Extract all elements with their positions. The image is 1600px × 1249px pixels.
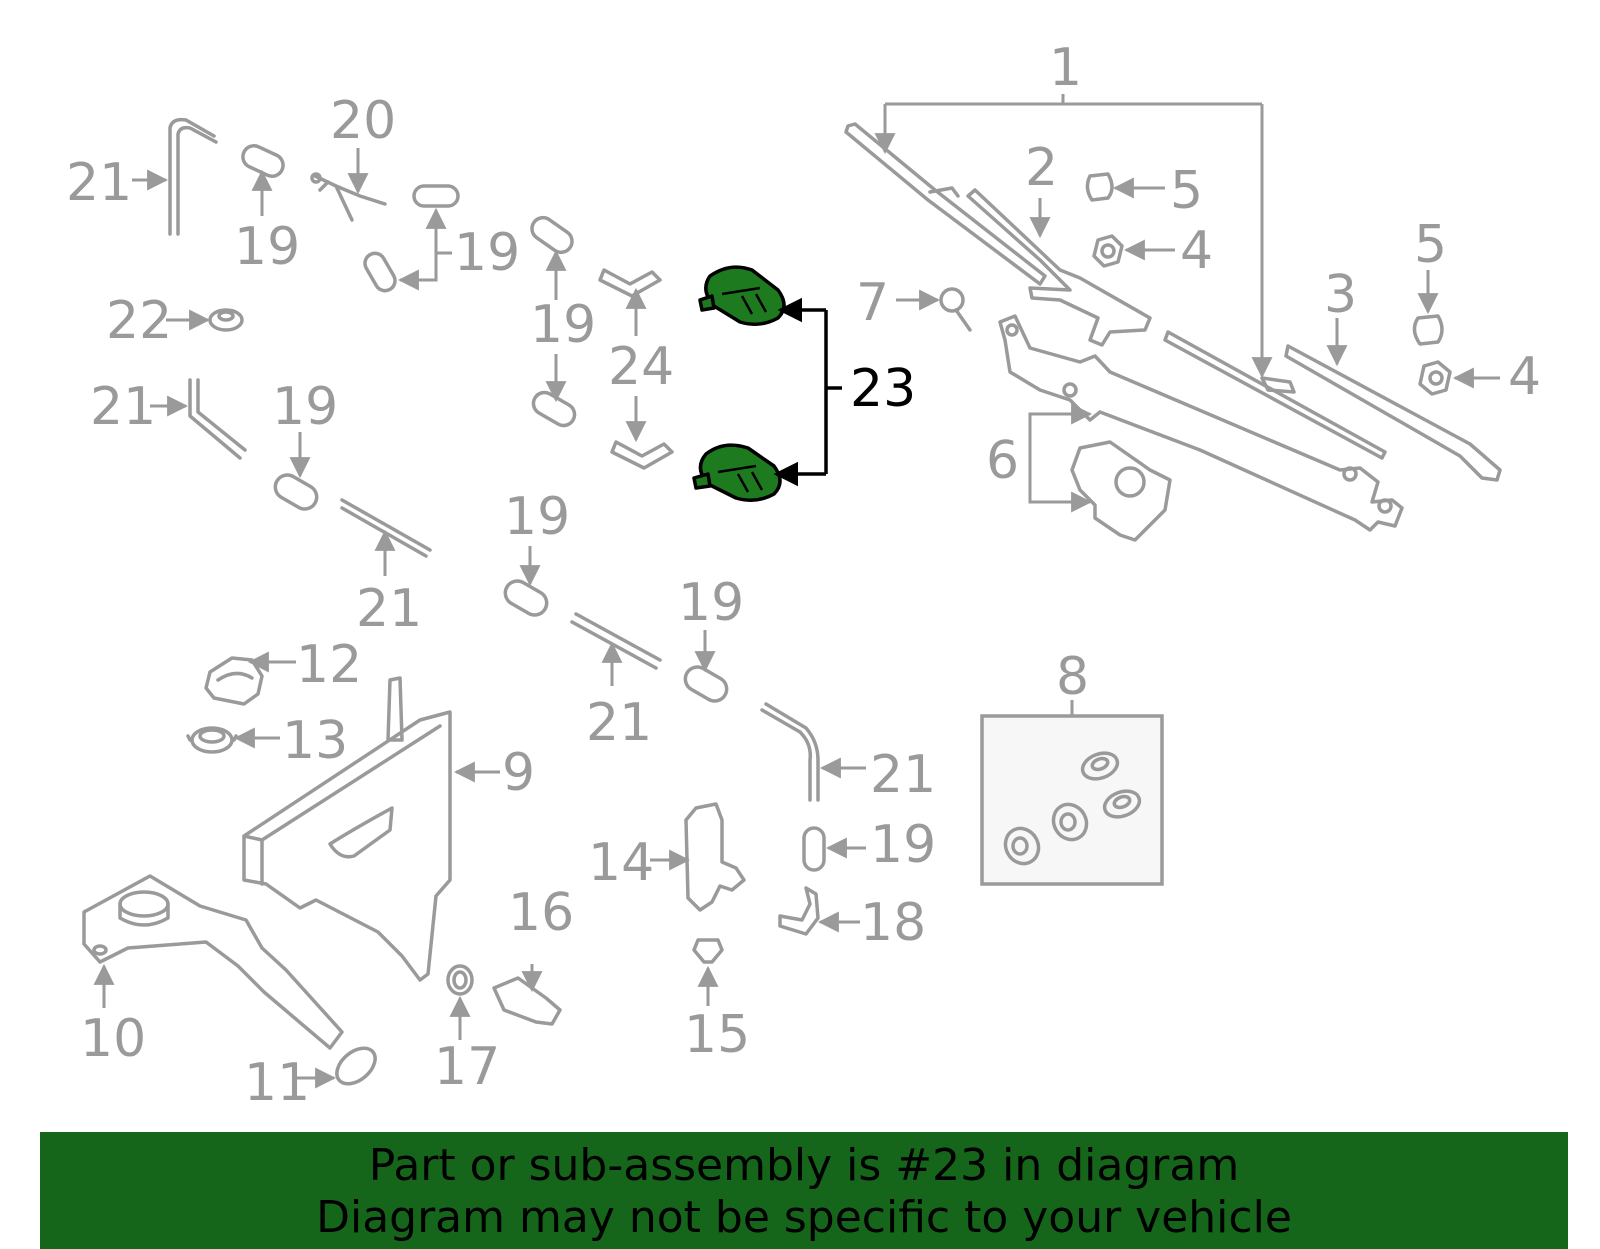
callout-19a: 19 [234, 217, 300, 277]
nut-4-right [1418, 360, 1500, 396]
callout-10: 10 [80, 1009, 146, 1069]
washer-nozzle-lower[interactable] [692, 443, 782, 502]
grommet-15 [692, 938, 724, 1006]
connector-19-g [683, 630, 729, 703]
washer-pump-14 [650, 802, 746, 912]
callout-3: 3 [1324, 265, 1357, 325]
callout-19e: 19 [272, 377, 338, 437]
callout-20: 20 [330, 91, 396, 151]
grommet-17 [446, 964, 474, 1040]
wiper-motor [1028, 403, 1172, 542]
connector-19-b [363, 184, 460, 293]
cap-5-right [1412, 270, 1444, 346]
wiper-linkage-6 [998, 314, 1404, 532]
callout-21b: 21 [90, 377, 156, 437]
callout-9: 9 [502, 743, 535, 803]
callout-1: 1 [1049, 38, 1082, 98]
banner-line-2: Diagram may not be specific to your vehi… [316, 1192, 1292, 1243]
hose-21-lower [570, 612, 662, 686]
callout-18: 18 [860, 893, 926, 953]
callout-21c: 21 [356, 579, 422, 639]
callout-13: 13 [282, 711, 348, 771]
banner-line-1: Part or sub-assembly is #23 in diagram [368, 1140, 1240, 1191]
callout-19c: 19 [530, 295, 596, 355]
callout-21d: 21 [586, 693, 652, 753]
hose-21-mid [340, 498, 432, 576]
callout-4b: 4 [1508, 347, 1541, 407]
callout-21e: 21 [870, 745, 936, 805]
info-banner: Part or sub-assembly is #23 in diagram D… [40, 1132, 1568, 1249]
callout-5a: 5 [1170, 161, 1203, 221]
washer-22 [166, 308, 244, 332]
hose-21-right [760, 702, 866, 802]
elbow-24-lower [610, 396, 674, 470]
callout-19f: 19 [504, 487, 570, 547]
callout-23: 23 [850, 359, 916, 419]
reservoir-9 [242, 676, 500, 982]
connector-19-f [503, 546, 549, 617]
callout-16: 16 [508, 883, 574, 943]
nut-4-left [1092, 234, 1175, 268]
grommet-11 [296, 1046, 377, 1089]
callout-23-bracket [773, 297, 842, 487]
bolt-7 [896, 287, 972, 332]
callout-2: 2 [1025, 138, 1058, 198]
level-sensor-16 [492, 964, 562, 1026]
callout-21a: 21 [66, 153, 132, 213]
washer-nozzle-upper[interactable] [698, 265, 786, 326]
callout-17: 17 [434, 1037, 500, 1097]
bushing-kit-8 [980, 700, 1164, 886]
connector-19-h [802, 826, 866, 872]
hose-21-mid-left [150, 378, 247, 460]
connector-19-d [531, 354, 577, 428]
callout-6: 6 [986, 431, 1019, 491]
callout-15: 15 [684, 1005, 750, 1065]
callout-19h: 19 [870, 815, 936, 875]
callout-8: 8 [1056, 647, 1089, 707]
elbow-24-upper [598, 268, 662, 336]
wiper-bracket-1 [885, 94, 1273, 379]
callout-7: 7 [856, 273, 889, 333]
callout-11: 11 [244, 1053, 310, 1113]
y-connector-20 [310, 148, 387, 222]
connector-19-c [530, 215, 574, 300]
callout-22: 22 [106, 291, 172, 351]
wiper-arm-left [844, 122, 1047, 286]
callout-19g: 19 [678, 573, 744, 633]
wiper-blade-right [1163, 330, 1387, 460]
seal-13 [186, 726, 280, 754]
cap-5-left [1085, 172, 1165, 202]
connector-19-e [273, 432, 319, 511]
parts-diagram: 1 2 5 4 5 3 4 7 6 23 20 21 19 19 22 19 2… [66, 38, 1541, 1113]
wiper-arm-2 [966, 188, 1152, 347]
connector-19-a [241, 144, 285, 216]
callout-19b: 19 [454, 223, 520, 283]
callout-24: 24 [608, 337, 674, 397]
wiper-arm-3 [1284, 318, 1502, 482]
elbow-18 [778, 886, 860, 936]
callout-5b: 5 [1414, 215, 1447, 275]
callout-4a: 4 [1180, 221, 1213, 281]
callout-12: 12 [296, 635, 362, 695]
filler-neck-10 [82, 874, 344, 1050]
cap-12 [204, 651, 296, 706]
callout-14: 14 [588, 833, 654, 893]
hose-21-top [132, 117, 218, 236]
